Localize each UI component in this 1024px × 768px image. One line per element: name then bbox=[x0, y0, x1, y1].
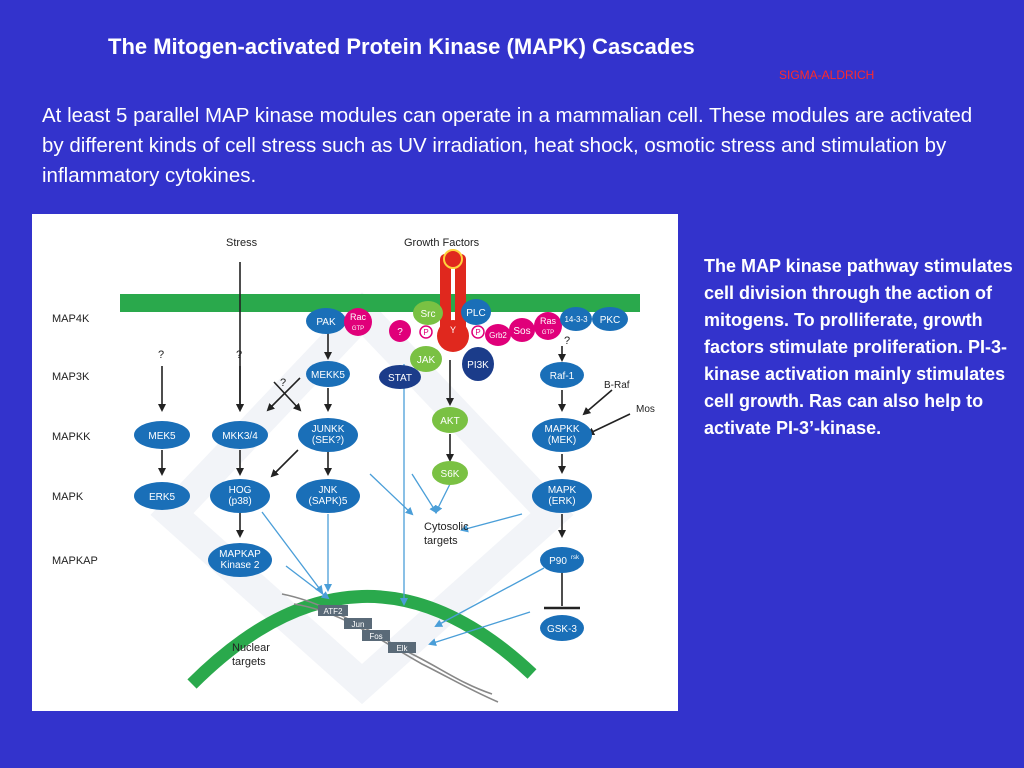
pkc-node: PKC bbox=[600, 315, 621, 326]
mapkap-oval bbox=[208, 543, 272, 577]
jak-node: JAK bbox=[417, 355, 436, 366]
raf1-oval bbox=[540, 362, 584, 388]
pathway-arrows bbox=[158, 262, 631, 538]
level-mapk: MAPK bbox=[52, 491, 84, 503]
nuclear-target-boxes: ATF2 Jun Fos Elk bbox=[318, 605, 416, 653]
gsk3-oval bbox=[540, 615, 584, 641]
level-map4k: MAP4K bbox=[52, 313, 90, 325]
mapkk-node: MAPKK bbox=[544, 424, 579, 435]
atf2-label: ATF2 bbox=[324, 607, 344, 616]
p1-node: P bbox=[423, 328, 428, 337]
braf-label: B-Raf bbox=[604, 380, 630, 391]
growth-factor-receptor: Y bbox=[437, 249, 469, 352]
fos-label: Fos bbox=[369, 632, 382, 641]
pi3k-node: PI3K bbox=[467, 360, 489, 371]
mapk-pathway-diagram: MAP4K MAP3K MAPKK MAPK MAPKAP Stress Gro… bbox=[52, 237, 655, 705]
erk5-oval bbox=[134, 482, 190, 510]
mapk-erk-node: MAPK bbox=[548, 485, 577, 496]
s6k-oval bbox=[432, 461, 468, 485]
question-cross: ? bbox=[280, 377, 286, 389]
level-mapkap: MAPKAP bbox=[52, 555, 98, 567]
src-node: Src bbox=[421, 309, 436, 320]
junkk-oval bbox=[298, 418, 358, 452]
p2-node: P bbox=[475, 328, 480, 337]
nuclear-targets-label: Nuclear bbox=[232, 642, 270, 654]
level-map3k: MAP3K bbox=[52, 371, 90, 383]
growth-factors-label: Growth Factors bbox=[404, 237, 480, 249]
mek5-node: MEK5 bbox=[148, 431, 176, 442]
hog-sub: (p38) bbox=[228, 496, 251, 507]
gsk3-node: GSK-3 bbox=[547, 624, 577, 635]
question-mkk: ? bbox=[236, 349, 242, 361]
membrane-complex: PAK Rac GTP ? P P Src PLC Grb2 Sos Ras G… bbox=[306, 299, 628, 389]
side-explanation: The MAP kinase pathway stimulates cell d… bbox=[704, 253, 1016, 442]
erk5-node: ERK5 bbox=[149, 492, 176, 503]
mapk-erk-sub: (ERK) bbox=[548, 496, 575, 507]
p90-sup: rsk bbox=[571, 555, 580, 561]
mapk-pathway-figure: MAP4K MAP3K MAPKK MAPK MAPKAP Stress Gro… bbox=[32, 214, 678, 711]
nuclear-envelope bbox=[187, 589, 537, 689]
jnk-node: JNK bbox=[319, 485, 338, 496]
raf1-node: Raf-1 bbox=[550, 371, 575, 382]
rac-node: Rac bbox=[350, 312, 367, 322]
mekk5-oval bbox=[306, 361, 350, 387]
slide-title: The Mitogen-activated Protein Kinase (MA… bbox=[108, 34, 695, 59]
nuclear-targets-sub: targets bbox=[232, 656, 266, 668]
target-arrows bbox=[261, 364, 545, 646]
stat-node: STAT bbox=[388, 373, 412, 384]
pak-node: PAK bbox=[316, 317, 336, 328]
stress-label: Stress bbox=[226, 237, 258, 249]
mkk34-oval bbox=[212, 421, 268, 449]
hog-oval bbox=[210, 479, 270, 513]
mapkap-sub: Kinase 2 bbox=[221, 560, 260, 571]
jun-label: Jun bbox=[352, 620, 365, 629]
s6k-node: S6K bbox=[441, 469, 460, 480]
unknown-node: ? bbox=[397, 327, 403, 338]
elk-label: Elk bbox=[396, 644, 408, 653]
credit-label: SIGMA-ALDRICH bbox=[779, 68, 875, 82]
intro-paragraph: At least 5 parallel MAP kinase modules c… bbox=[42, 104, 973, 187]
ras-node: Ras bbox=[540, 316, 557, 326]
junkk-node: JUNKK bbox=[312, 424, 345, 435]
mapkap-node: MAPKAP bbox=[219, 549, 261, 560]
p90-oval bbox=[540, 547, 584, 573]
cytosolic-targets-label: Cytosolic bbox=[424, 521, 469, 533]
level-mapkk: MAPKK bbox=[52, 431, 91, 443]
p90-node: P90 bbox=[549, 556, 567, 567]
mos-label: Mos bbox=[636, 404, 655, 415]
cytosolic-targets-sub: targets bbox=[424, 535, 458, 547]
grb2-node: Grb2 bbox=[489, 331, 507, 340]
mapk-erk-oval bbox=[532, 479, 592, 513]
mekk5-node: MEKK5 bbox=[311, 370, 345, 381]
akt-oval bbox=[432, 407, 468, 433]
p1433-node: 14-3-3 bbox=[564, 315, 588, 324]
akt-node: AKT bbox=[440, 416, 459, 427]
question-raf: ? bbox=[564, 335, 570, 347]
jnk-oval bbox=[296, 479, 360, 513]
y-label: Y bbox=[450, 325, 456, 335]
plc-node: PLC bbox=[466, 308, 485, 319]
sos-node: Sos bbox=[513, 326, 530, 337]
side-paragraph: The MAP kinase pathway stimulates cell d… bbox=[704, 256, 1013, 438]
watermark-logo bbox=[150, 292, 574, 705]
mkk34-node: MKK3/4 bbox=[222, 431, 258, 442]
mek5-oval bbox=[134, 421, 190, 449]
rac-gtp-node: GTP bbox=[352, 326, 364, 332]
jnk-sub: (SAPK)5 bbox=[309, 496, 348, 507]
cell-membrane bbox=[120, 294, 640, 312]
hog-node: HOG bbox=[229, 485, 252, 496]
ras-gtp-node: GTP bbox=[542, 330, 554, 336]
question-mek5: ? bbox=[158, 349, 164, 361]
mapkk-oval bbox=[532, 418, 592, 452]
mapkk-sub: (MEK) bbox=[548, 435, 576, 446]
junkk-sub: (SEK?) bbox=[312, 435, 344, 446]
